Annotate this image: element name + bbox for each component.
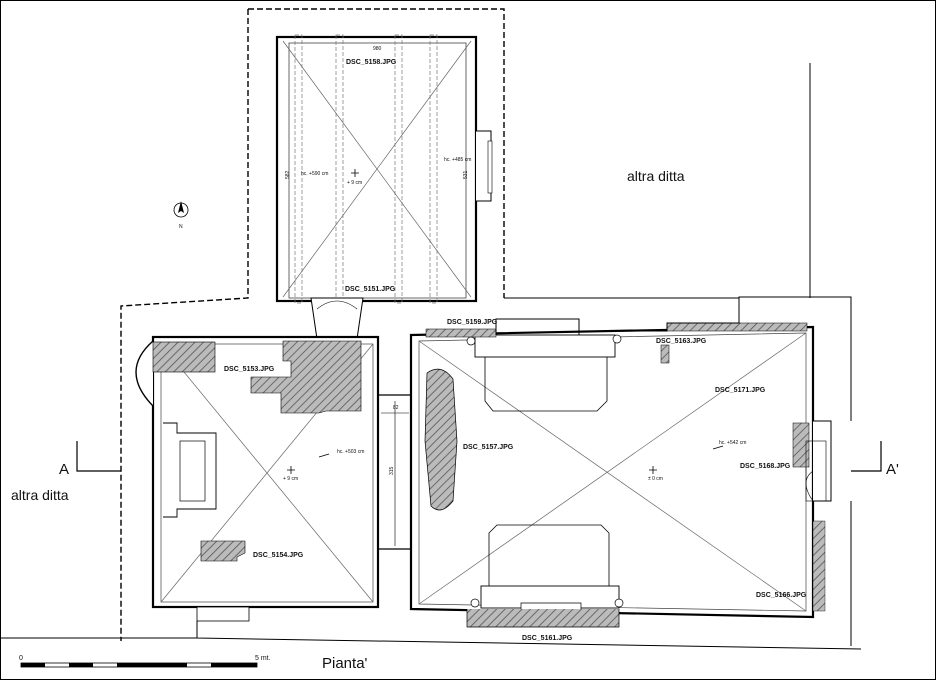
- other-owner-left: altra ditta: [11, 487, 69, 503]
- annotation: 315: [389, 466, 395, 475]
- left-room: [135, 335, 380, 622]
- passage: [377, 341, 411, 607]
- annotation: 582: [285, 170, 291, 179]
- section-label-a: A: [59, 461, 69, 478]
- photo-label: DSC_5157.JPG: [463, 444, 514, 451]
- neighbour-boundary: [504, 63, 852, 646]
- section-label-a-prime: A': [886, 461, 899, 478]
- section-marker-a: [76, 441, 121, 472]
- annotation: + 9 cm: [347, 180, 362, 186]
- annotation: hc. +542 cm: [719, 440, 746, 446]
- plan-title: Pianta': [322, 655, 368, 672]
- photo-label: DSC_5166.JPG: [756, 592, 807, 599]
- section-marker-a-prime: [851, 441, 882, 472]
- annotation: ± 0 cm: [648, 476, 663, 482]
- photo-label: DSC_5158.JPG: [346, 59, 397, 66]
- annotation: hc. +503 cm: [337, 449, 364, 455]
- scale-start: 0: [19, 655, 23, 662]
- photo-label: DSC_5151.JPG: [345, 286, 396, 293]
- photo-label: DSC_5153.JPG: [224, 366, 275, 373]
- annotation: 531: [463, 170, 469, 179]
- property-boundary: [120, 8, 505, 641]
- bottom-boundary: [1, 621, 862, 650]
- photo-label: DSC_5159.JPG: [447, 319, 498, 326]
- top-room: [275, 34, 493, 340]
- right-room: [409, 298, 832, 628]
- photo-label: DSC_5168.JPG: [740, 463, 791, 470]
- svg-text:N: N: [179, 224, 183, 230]
- photo-label: DSC_5161.JPG: [522, 635, 573, 642]
- annotation: hc. +485 cm: [444, 157, 471, 163]
- photo-label: DSC_5171.JPG: [715, 387, 766, 394]
- annotation: 82: [393, 405, 399, 411]
- level-markers: [287, 169, 724, 474]
- scale-bar: [20, 662, 258, 668]
- photo-label: DSC_5154.JPG: [253, 552, 304, 559]
- scale-end: 5 mt.: [255, 655, 271, 662]
- annotation: hc. +590 cm: [301, 171, 328, 177]
- photo-label: DSC_5163.JPG: [656, 338, 707, 345]
- other-owner-right: altra ditta: [627, 168, 685, 184]
- annotation: + 9 cm: [283, 476, 298, 482]
- annotation: 980: [373, 46, 382, 52]
- north-arrow-icon: N: [173, 201, 189, 230]
